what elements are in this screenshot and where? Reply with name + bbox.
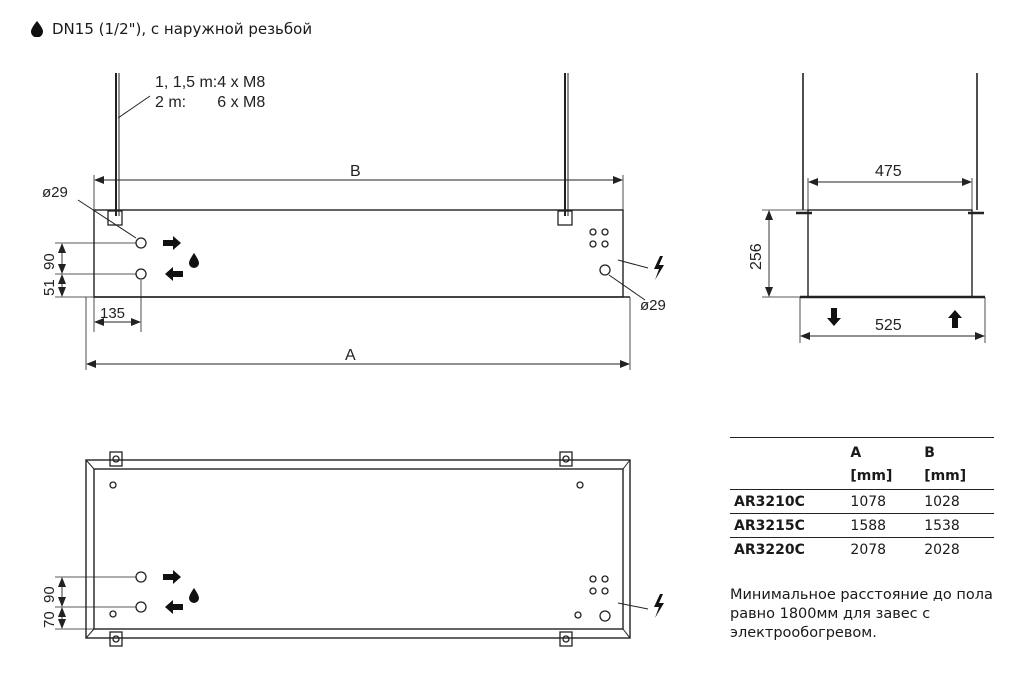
table-unit-b: [mm] (924, 467, 967, 484)
table-header-b: B (920, 437, 994, 464)
electric-bolt-icon (654, 256, 664, 280)
table-row: AR3210C 1078 1028 (730, 489, 994, 514)
row-model: AR3215C (730, 513, 847, 538)
flow-out-arrow-icon (163, 570, 181, 584)
flow-in-arrow-icon (165, 600, 183, 614)
unit-outer-frame (85, 459, 631, 639)
dimension-135-label: 135 (100, 305, 125, 322)
row-b: 1538 (920, 513, 994, 538)
row-a: 2078 (846, 537, 921, 561)
pipe-inlet (135, 237, 147, 249)
dimension-90-bottom-label: 90 (41, 586, 58, 603)
bracket-bottom-left (109, 631, 123, 647)
row-b: 1028 (920, 489, 994, 514)
table-row: AR3220C 2078 2028 (730, 537, 994, 561)
unit-body-front (93, 209, 624, 298)
airflow-down-arrow-icon (827, 308, 841, 326)
pipe-outlet (135, 268, 147, 280)
table-header-model (730, 437, 847, 464)
dimension-475-label: 475 (875, 163, 902, 180)
installation-footnote: Минимальное расстояние до пола равно 180… (730, 587, 993, 641)
dimension-51-label: 51 (41, 279, 58, 296)
airflow-up-arrow-icon (948, 310, 962, 328)
water-drop-icon (189, 588, 199, 603)
front-view (55, 73, 649, 370)
hanger-note-line1: 1, 1,5 m:4 x M8 (155, 74, 265, 91)
pipe-note: DN15 (1/2"), с наружной резьбой (30, 20, 312, 38)
cable-entry-top (599, 610, 611, 622)
model-dimensions-table: A B [mm] [mm] AR3210C 1078 1028 AR3215C … (730, 437, 994, 561)
pipe-inlet-top (135, 571, 147, 583)
top-view (55, 451, 649, 647)
bracket-top-left (109, 451, 123, 467)
dimension-256-label: 256 (748, 243, 765, 270)
pipe-note-text: DN15 (1/2"), с наружной резьбой (52, 20, 313, 38)
table-unit-model (730, 464, 846, 490)
electric-bolt-icon (654, 594, 664, 618)
bracket-bottom-right (559, 631, 573, 647)
dimension-525-label: 525 (875, 317, 902, 334)
unit-body-side (807, 209, 973, 298)
dimension-70-label: 70 (41, 611, 58, 628)
water-drop-icon (189, 253, 199, 268)
side-view (762, 73, 986, 343)
mount-bracket-left (107, 210, 123, 226)
table-header-a: A (846, 437, 921, 464)
flow-out-arrow-icon (163, 236, 181, 250)
dimension-90-top-label: 90 (41, 253, 58, 270)
bracket-top-right (559, 451, 573, 467)
row-b: 2028 (920, 537, 994, 561)
row-model: AR3220C (730, 537, 847, 561)
row-a: 1078 (846, 489, 921, 514)
flow-arrows-top (163, 570, 664, 618)
mount-bracket-right (557, 210, 573, 226)
dimension-b-label: B (350, 163, 361, 180)
pipe-outlet-top (135, 601, 147, 613)
table-unit-a: [mm] (850, 467, 893, 484)
dimension-a-label: A (345, 347, 356, 364)
cable-entry (599, 264, 611, 276)
hanger-note-line2: 2 m: 6 x M8 (155, 94, 265, 111)
flow-in-arrow-icon (165, 267, 183, 281)
row-a: 1588 (846, 513, 921, 538)
diameter-right-label: ø29 (640, 297, 666, 314)
flow-arrows-front (163, 236, 664, 281)
table-row: AR3215C 1588 1538 (730, 513, 994, 538)
unit-inner-frame (93, 468, 624, 630)
row-model: AR3210C (730, 489, 847, 514)
diameter-left-label: ø29 (42, 184, 68, 201)
water-drop-icon (31, 21, 43, 37)
